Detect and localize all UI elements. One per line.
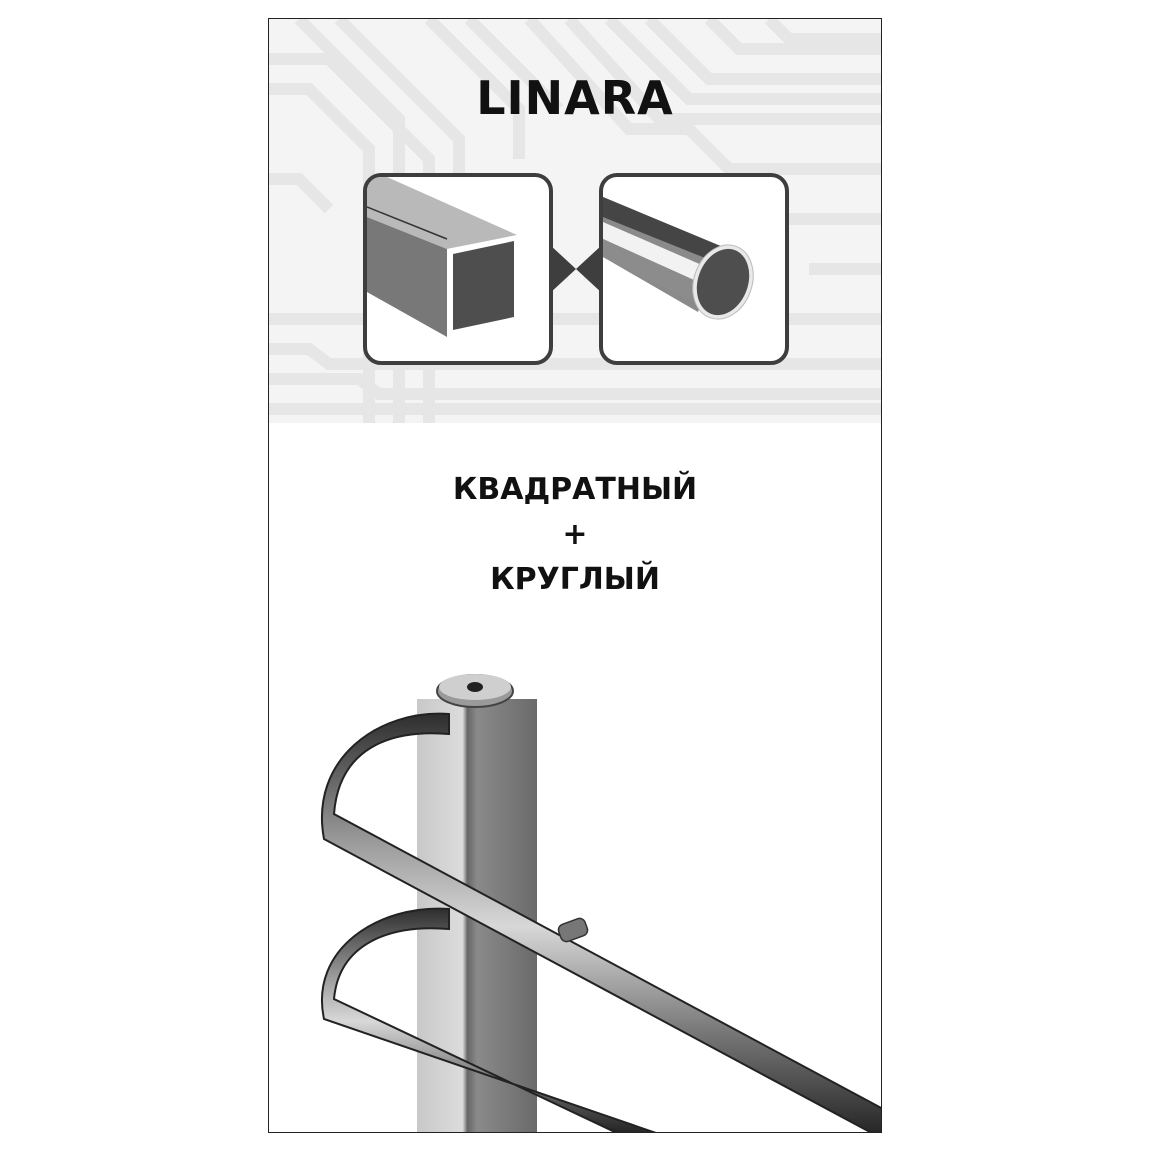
caption-square: КВАДРАТНЫЙ bbox=[452, 472, 698, 507]
round-tube-icon bbox=[603, 197, 754, 320]
square-tube-icon bbox=[367, 177, 519, 337]
caption-plus: + bbox=[562, 517, 588, 552]
round-tube-tile bbox=[599, 173, 789, 365]
brand-title: LINARA bbox=[476, 71, 674, 125]
profile-caption: КВАДРАТНЫЙ + КРУГЛЫЙ bbox=[269, 467, 881, 602]
profile-icons bbox=[269, 169, 881, 369]
plus-connector-icon bbox=[549, 244, 603, 294]
header-section: LINARA bbox=[269, 19, 881, 423]
product-card: LINARA bbox=[268, 18, 882, 1133]
towel-rail-photo bbox=[321, 674, 881, 1132]
caption-round: КРУГЛЫЙ bbox=[490, 562, 660, 597]
square-tube-tile bbox=[363, 173, 553, 365]
